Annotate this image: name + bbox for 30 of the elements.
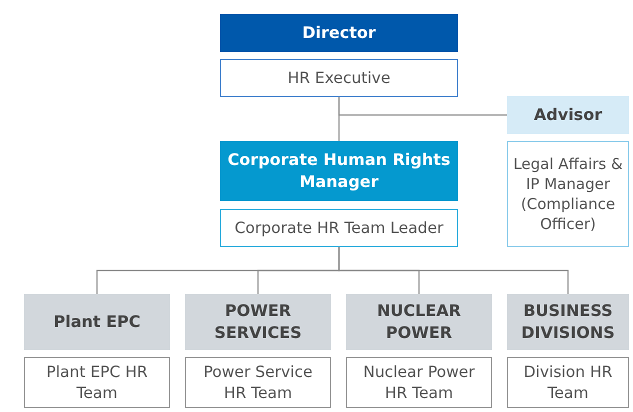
- role-title: Plant EPC HR Team: [45, 362, 149, 404]
- role-title: Nuclear Power HR Team: [362, 362, 476, 404]
- role-box: [220, 209, 458, 247]
- title-box: [220, 141, 458, 201]
- role-title: BUSINESS DIVISIONS: [520, 300, 616, 344]
- role-box: [507, 141, 629, 247]
- role-box: [220, 59, 458, 97]
- role-title: Power Service HR Team: [202, 362, 314, 404]
- role-title: NUCLEAR POWER: [376, 300, 462, 344]
- title-box: [220, 14, 458, 52]
- role-title: Corporate Human Rights Manager: [226, 149, 452, 193]
- role-title: Plant EPC: [53, 311, 140, 333]
- role-title: HR Executive: [288, 68, 390, 88]
- team-box: [507, 357, 629, 408]
- connector-line: [338, 97, 507, 116]
- team-box: [24, 357, 170, 408]
- title-box: [507, 96, 629, 134]
- division-box: [24, 294, 170, 350]
- role-title: Legal Affairs & IP Manager (Compliance Officer): [512, 154, 624, 234]
- team-box: [185, 357, 331, 408]
- role-title: Division HR Team: [522, 362, 614, 404]
- team-box: [346, 357, 492, 408]
- division-box: [507, 294, 629, 350]
- connector-line: [338, 247, 569, 294]
- role-title: Director: [302, 22, 376, 44]
- role-title: POWER SERVICES: [213, 300, 303, 344]
- role-title: Advisor: [534, 104, 602, 126]
- division-box: [185, 294, 331, 350]
- role-title: Corporate HR Team Leader: [234, 218, 444, 238]
- division-box: [346, 294, 492, 350]
